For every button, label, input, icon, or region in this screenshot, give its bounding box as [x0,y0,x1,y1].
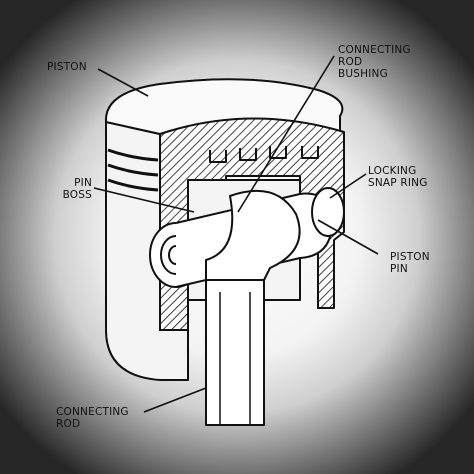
connecting-rod [205,279,265,426]
label-connecting-rod: CONNECTING ROD [56,406,129,430]
leader-locking-snap-ring [329,173,367,199]
locking-snap-ring [311,187,345,237]
leader-pin-boss [93,187,195,213]
label-piston-pin: PISTON PIN [390,251,430,275]
ring-lands [209,146,319,163]
label-piston: PISTON [47,61,87,73]
leader-connecting-rod [143,387,207,413]
leader-piston-pin [317,219,379,255]
leader-piston [97,68,149,97]
leader-connecting-rod-bushing [237,55,335,213]
ring-grooves [107,148,159,192]
label-locking-snap-ring: LOCKING SNAP RING [368,165,428,189]
label-connecting-rod-bushing: CONNECTING ROD BUSHING [338,44,411,80]
label-pin-boss: PIN BOSS [62,177,92,201]
